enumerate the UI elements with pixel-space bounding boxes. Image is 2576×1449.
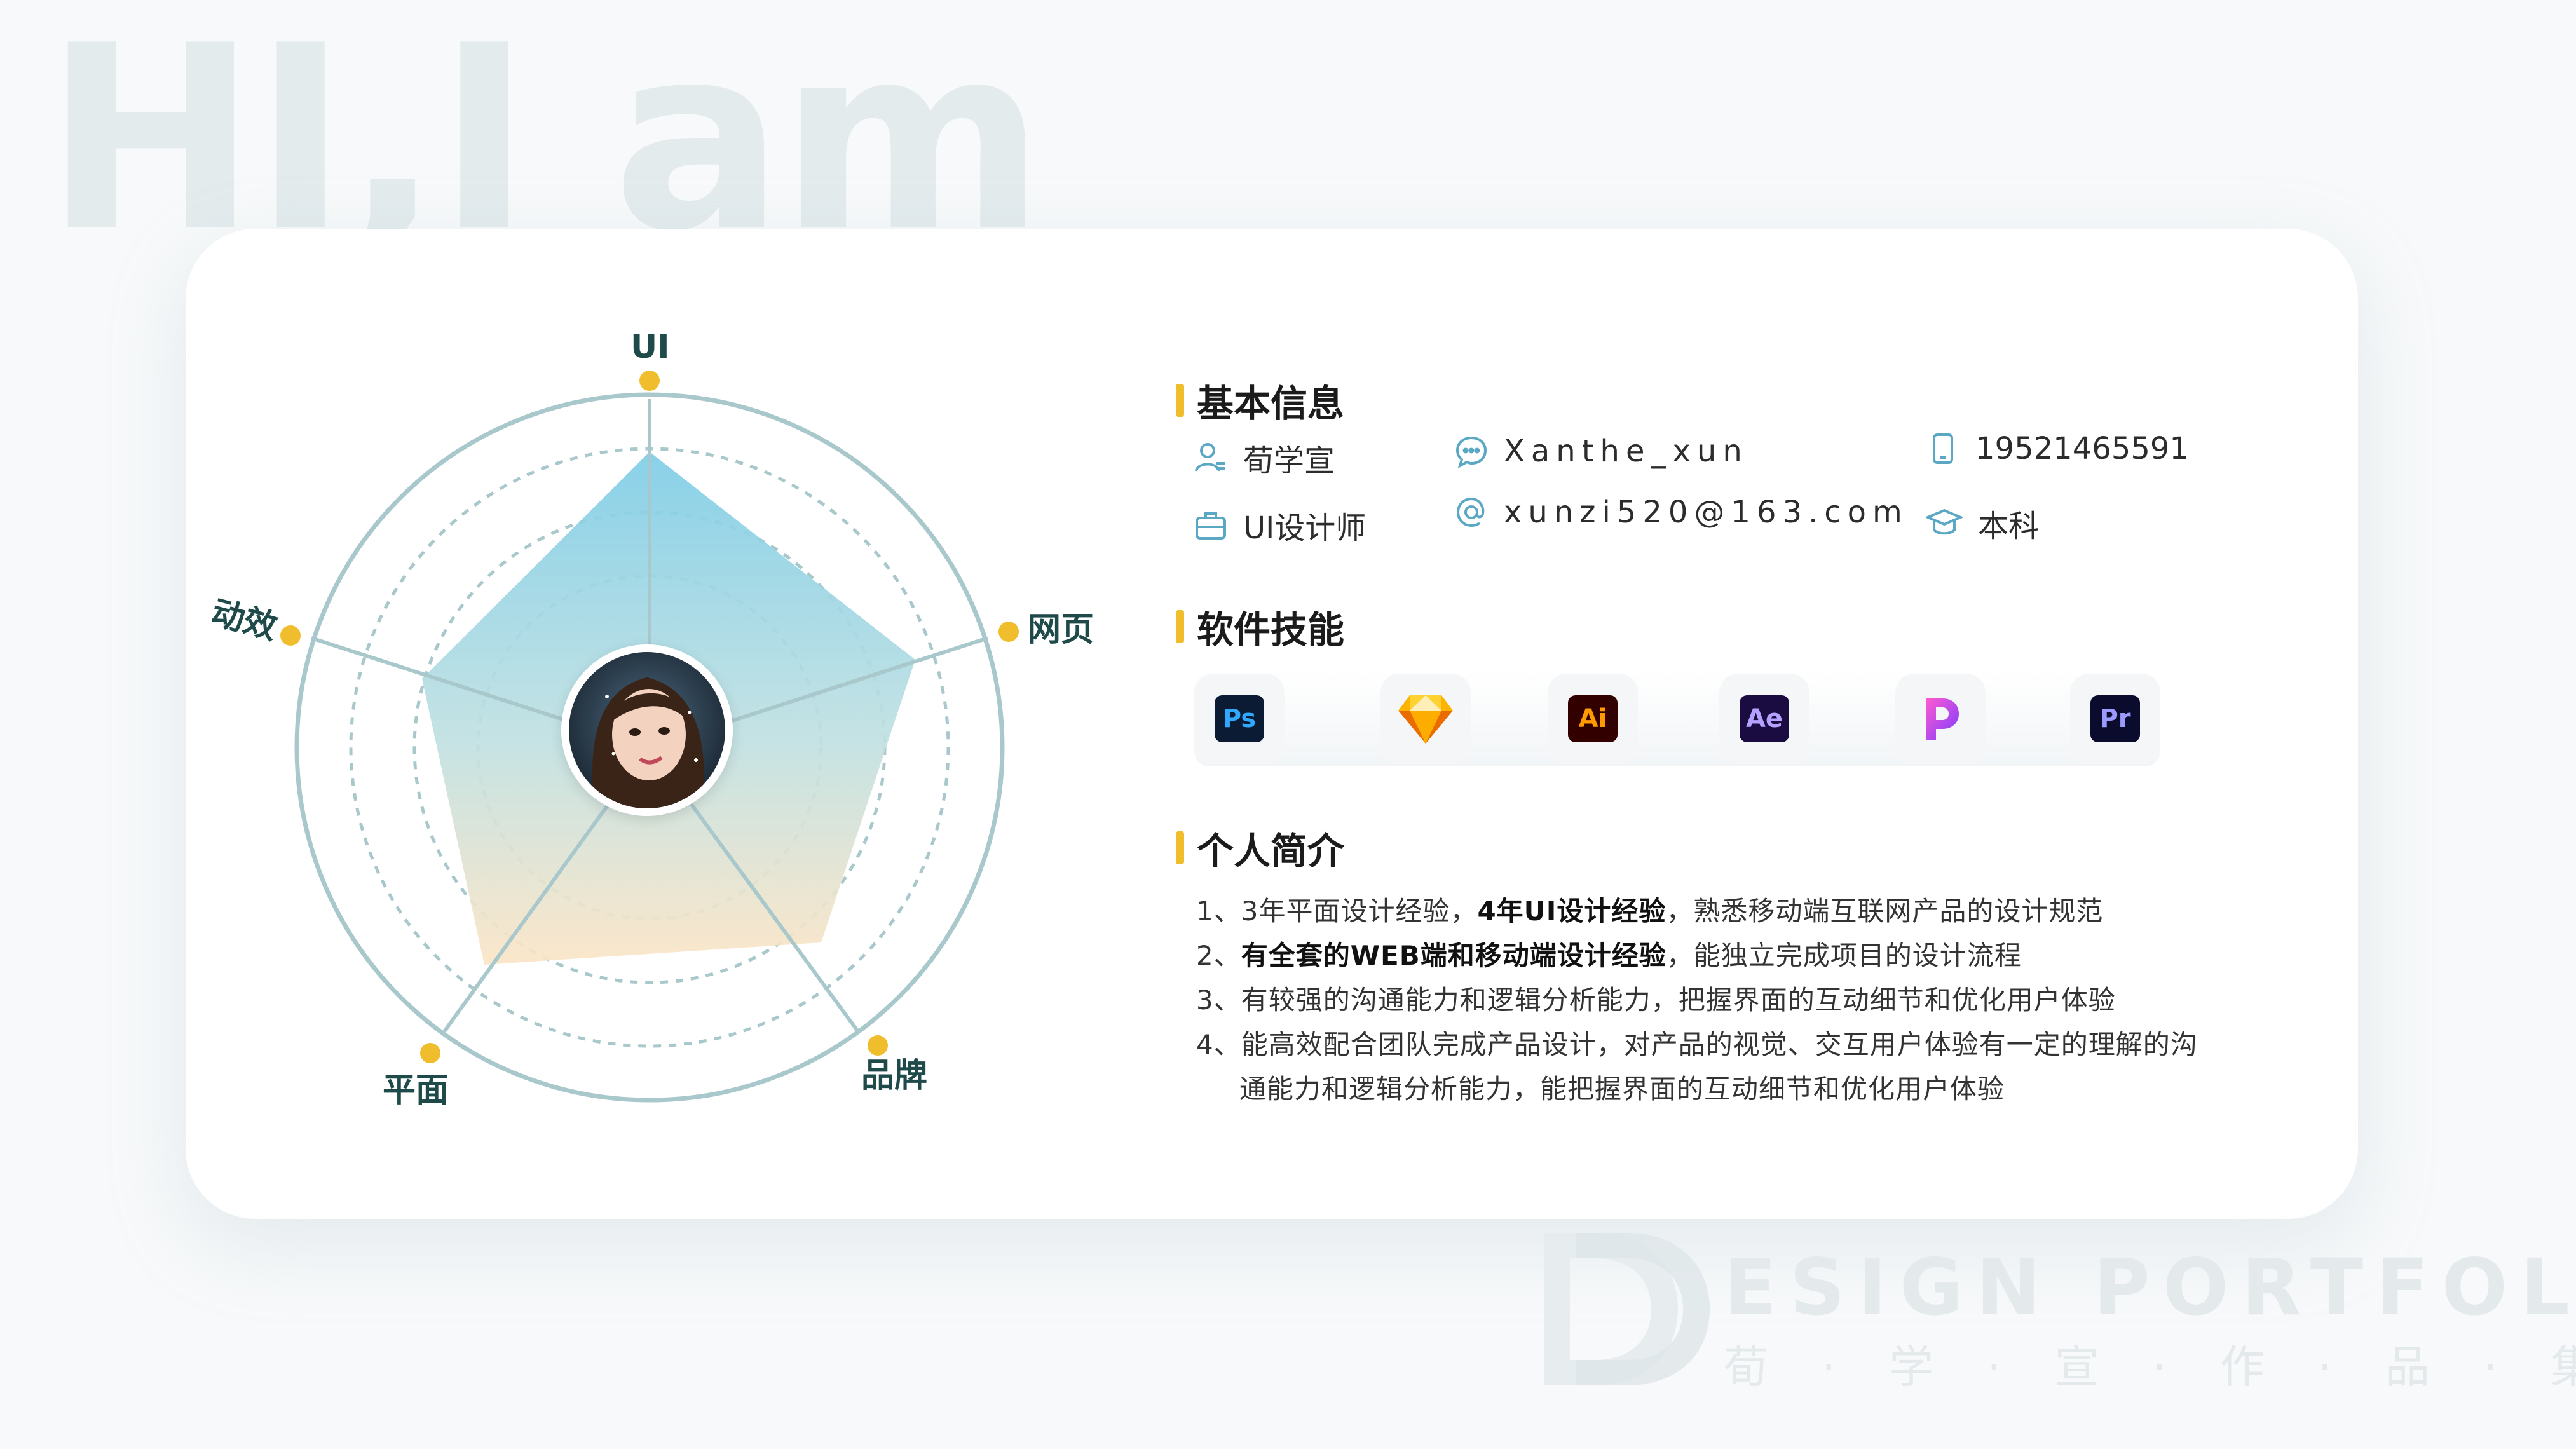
radar-dot-brand <box>868 1035 888 1056</box>
name-value: 荀学宣 <box>1243 443 1335 479</box>
user-icon <box>1195 443 1225 472</box>
watermark-subtitle: 荀·学·宣·作·品·集 <box>1724 1341 2576 1393</box>
radar-label-web: 网页 <box>1028 611 1094 649</box>
section-intro: 个人简介 <box>1176 821 1344 874</box>
intro-line-4: 4、能高效配合团队完成产品设计，对产品的视觉、交互用户体验有一定的理解的沟 <box>1196 1029 2198 1060</box>
after-effects-icon: Ae <box>1740 695 1789 742</box>
section-marker <box>1176 610 1184 643</box>
info-job: UI设计师 <box>1194 503 1366 547</box>
section-basic-info: 基本信息 <box>1176 374 1344 427</box>
premiere-icon: Pr <box>2090 695 2140 742</box>
info-education: 本科 <box>1926 501 2039 545</box>
wechat-value: Xanthe_xun <box>1504 433 1748 469</box>
pixso-icon <box>1926 698 1959 740</box>
briefcase-icon <box>1196 512 1226 540</box>
portfolio-logo <box>1544 1233 1710 1385</box>
skill-sketch <box>1380 674 1471 764</box>
chat-bubble-icon <box>1455 436 1487 468</box>
section-marker <box>1176 831 1184 864</box>
skill-photoshop: Ps <box>1194 674 1285 764</box>
skill-pixso <box>1895 674 1986 764</box>
phone-icon <box>1933 433 1953 464</box>
avatar <box>561 644 733 816</box>
radar-dot-motion <box>280 625 301 646</box>
software-skills-strip <box>1194 671 2160 766</box>
phone-value: 19521465591 <box>1975 431 2189 466</box>
graduation-cap-icon <box>1926 508 1963 535</box>
info-phone: 19521465591 <box>1926 431 2189 466</box>
intro-line-3: 3、有较强的沟通能力和逻辑分析能力，把握界面的互动细节和优化用户体验 <box>1196 984 2116 1016</box>
intro-line-5: 通能力和逻辑分析能力，能把握界面的互动细节和优化用户体验 <box>1239 1073 2005 1105</box>
skill-illustrator: Ai <box>1548 674 1638 764</box>
photoshop-icon: Ps <box>1215 695 1264 742</box>
skill-premiere: Pr <box>2070 674 2160 764</box>
job-value: UI设计师 <box>1243 510 1366 546</box>
resume-card: UI 网页 品牌 平面 动效 基本信息 <box>186 229 2358 1219</box>
email-value: xunzi520@163.com <box>1504 494 1909 530</box>
sketch-icon <box>1398 695 1453 744</box>
section-software: 软件技能 <box>1176 600 1344 653</box>
section-title: 软件技能 <box>1197 608 1345 651</box>
at-sign-icon <box>1456 497 1485 527</box>
education-value: 本科 <box>1978 508 2040 544</box>
radar-label-brand: 品牌 <box>861 1057 928 1095</box>
section-title: 基本信息 <box>1197 382 1345 425</box>
skill-after-effects: Ae <box>1719 674 1809 764</box>
info-name: 荀学宣 <box>1194 435 1335 480</box>
radar-dot-web <box>998 622 1019 642</box>
intro-line-1: 1、3年平面设计经验，4年UI设计经验，熟悉移动端互联网产品的设计规范 <box>1196 895 2104 927</box>
radar-label-ui: UI <box>630 328 670 366</box>
watermark-title: ESIGN PORTFOLIO <box>1724 1242 2576 1333</box>
info-email: xunzi520@163.com <box>1454 494 1909 530</box>
info-wechat: Xanthe_xun <box>1454 433 1748 469</box>
radar-label-graphic: 平面 <box>383 1071 449 1110</box>
avatar-photo <box>569 652 725 808</box>
radar-dot-graphic <box>420 1043 440 1063</box>
intro-line-2: 2、有全套的WEB端和移动端设计经验，能独立完成项目的设计流程 <box>1196 940 2022 971</box>
radar-outer-ring <box>294 392 1005 1103</box>
illustrator-icon: Ai <box>1568 695 1618 742</box>
section-title: 个人简介 <box>1197 829 1345 873</box>
radar-dot-ui <box>639 371 660 391</box>
section-marker <box>1176 384 1184 417</box>
background-title: HI,I am <box>44 0 1045 287</box>
